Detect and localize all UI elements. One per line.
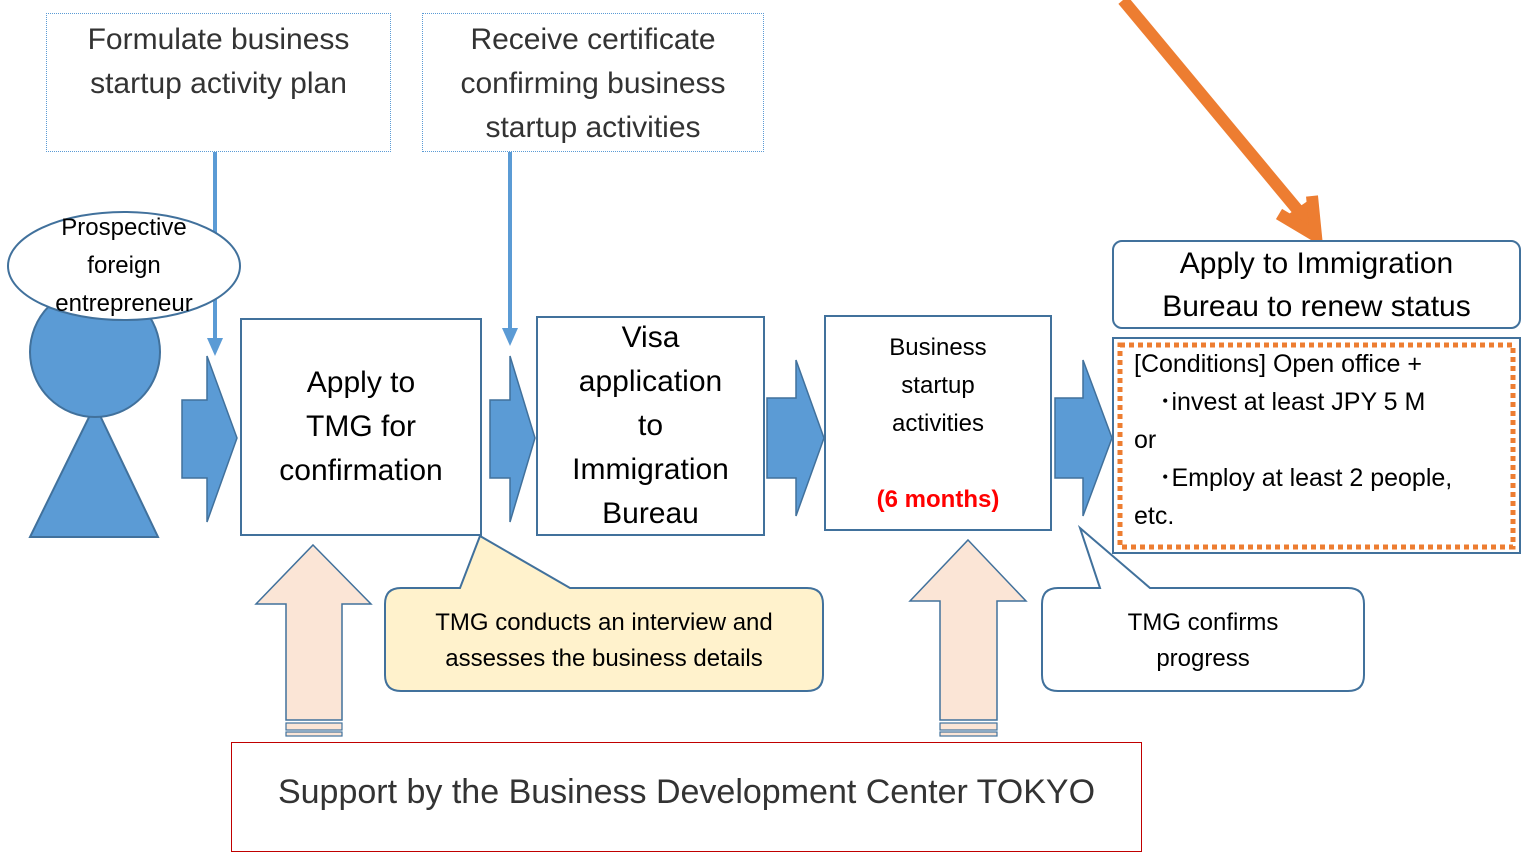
plan-note-line-2: startup activity plan [90, 67, 347, 100]
entrepreneur-line-1: Prospective [61, 214, 187, 241]
step-apply-tmg-line-3: confirmation [279, 454, 443, 487]
support-arrow-left [254, 543, 373, 721]
plan-connector-arrowhead [207, 338, 223, 356]
conditions-line-4: ･Employ at least 2 people, [1134, 464, 1453, 492]
step-apply-tmg-line-1: Apply to [306, 366, 416, 399]
progress-callout-shape [1041, 524, 1365, 692]
step-business-line-2: startup [901, 372, 975, 399]
support-arrow-left-stripe-2 [285, 731, 343, 737]
certificate-connector-arrowhead [502, 328, 518, 346]
entrepreneur-bubble [7, 211, 241, 321]
step-visa-line-5: Bureau [602, 497, 699, 530]
flow-arrow-4 [1054, 359, 1113, 517]
entrepreneur-line-3: entrepreneur [55, 290, 193, 317]
certificate-note-line-3: startup activities [485, 111, 701, 144]
interview-callout-line-1: TMG conducts an interview and [435, 609, 773, 636]
business-duration: (6 months) [876, 486, 1000, 513]
step-apply-tmg: Apply to TMG for confirmation [240, 318, 482, 536]
conditions-line-5: etc. [1134, 502, 1175, 530]
progress-callout-line-1: TMG confirms [1127, 609, 1279, 636]
conditions-outer-box [1112, 337, 1521, 554]
flow-arrow-2 [489, 355, 536, 523]
person-body-icon [28, 402, 160, 538]
entrepreneur-label: Prospective foreign entrepreneur [10, 210, 238, 322]
certificate-note: Receive certificate confirming business … [422, 13, 764, 152]
interview-callout-line-2: assesses the business details [445, 645, 763, 672]
plan-note-line-1: Formulate business [87, 23, 350, 56]
conditions-dotted-border [1117, 342, 1516, 550]
interview-callout: TMG conducts an interview and assesses t… [385, 605, 823, 677]
support-arrow-left-stripe-1 [285, 722, 343, 731]
entrepreneur-line-2: foreign [87, 252, 161, 279]
step-visa-line-1: Visa [621, 321, 680, 354]
conditions-line-1: [Conditions] Open office + [1134, 350, 1422, 378]
orange-arrow-chevron [1275, 195, 1324, 248]
support-arrow-right [908, 538, 1028, 721]
step-apply-tmg-line-2: TMG for [306, 410, 416, 443]
interview-callout-shape [384, 534, 824, 692]
plan-note: Formulate business startup activity plan [46, 13, 391, 152]
renew-header-line-2: Bureau to renew status [1162, 289, 1471, 323]
support-arrow-right-stripe-2 [939, 731, 998, 737]
step-visa-line-2: application [578, 365, 723, 398]
conditions-line-3: or [1134, 426, 1157, 454]
flow-arrow-3 [766, 359, 825, 517]
progress-callout: TMG confirms progress [1042, 605, 1364, 677]
support-box: Support by the Business Development Cent… [231, 742, 1142, 852]
support-arrow-right-stripe-1 [939, 722, 998, 731]
conditions-text: [Conditions] Open office + ･invest at le… [1134, 345, 1514, 535]
step-visa-line-4: Immigration [572, 453, 729, 486]
step-business: Business startup activities (6 months) [824, 315, 1052, 531]
certificate-note-line-2: confirming business [460, 67, 726, 100]
step-business-line-3: activities [891, 410, 984, 437]
renew-header-box [1112, 240, 1521, 329]
flow-arrow-1 [181, 355, 238, 523]
renew-header-line-1: Apply to Immigration [1179, 246, 1454, 280]
orange-arrow-shaft [1118, 0, 1311, 224]
certificate-note-line-1: Receive certificate [470, 23, 716, 56]
step-visa-line-3: to [637, 409, 664, 442]
step-business-line-1: Business [889, 334, 987, 361]
support-label: Support by the Business Development Cent… [277, 772, 1096, 811]
renew-header: Apply to Immigration Bureau to renew sta… [1113, 241, 1520, 328]
progress-callout-line-2: progress [1156, 645, 1250, 672]
step-visa: Visa application to Immigration Bureau [536, 316, 765, 536]
conditions-line-2: ･invest at least JPY 5 M [1134, 388, 1426, 416]
